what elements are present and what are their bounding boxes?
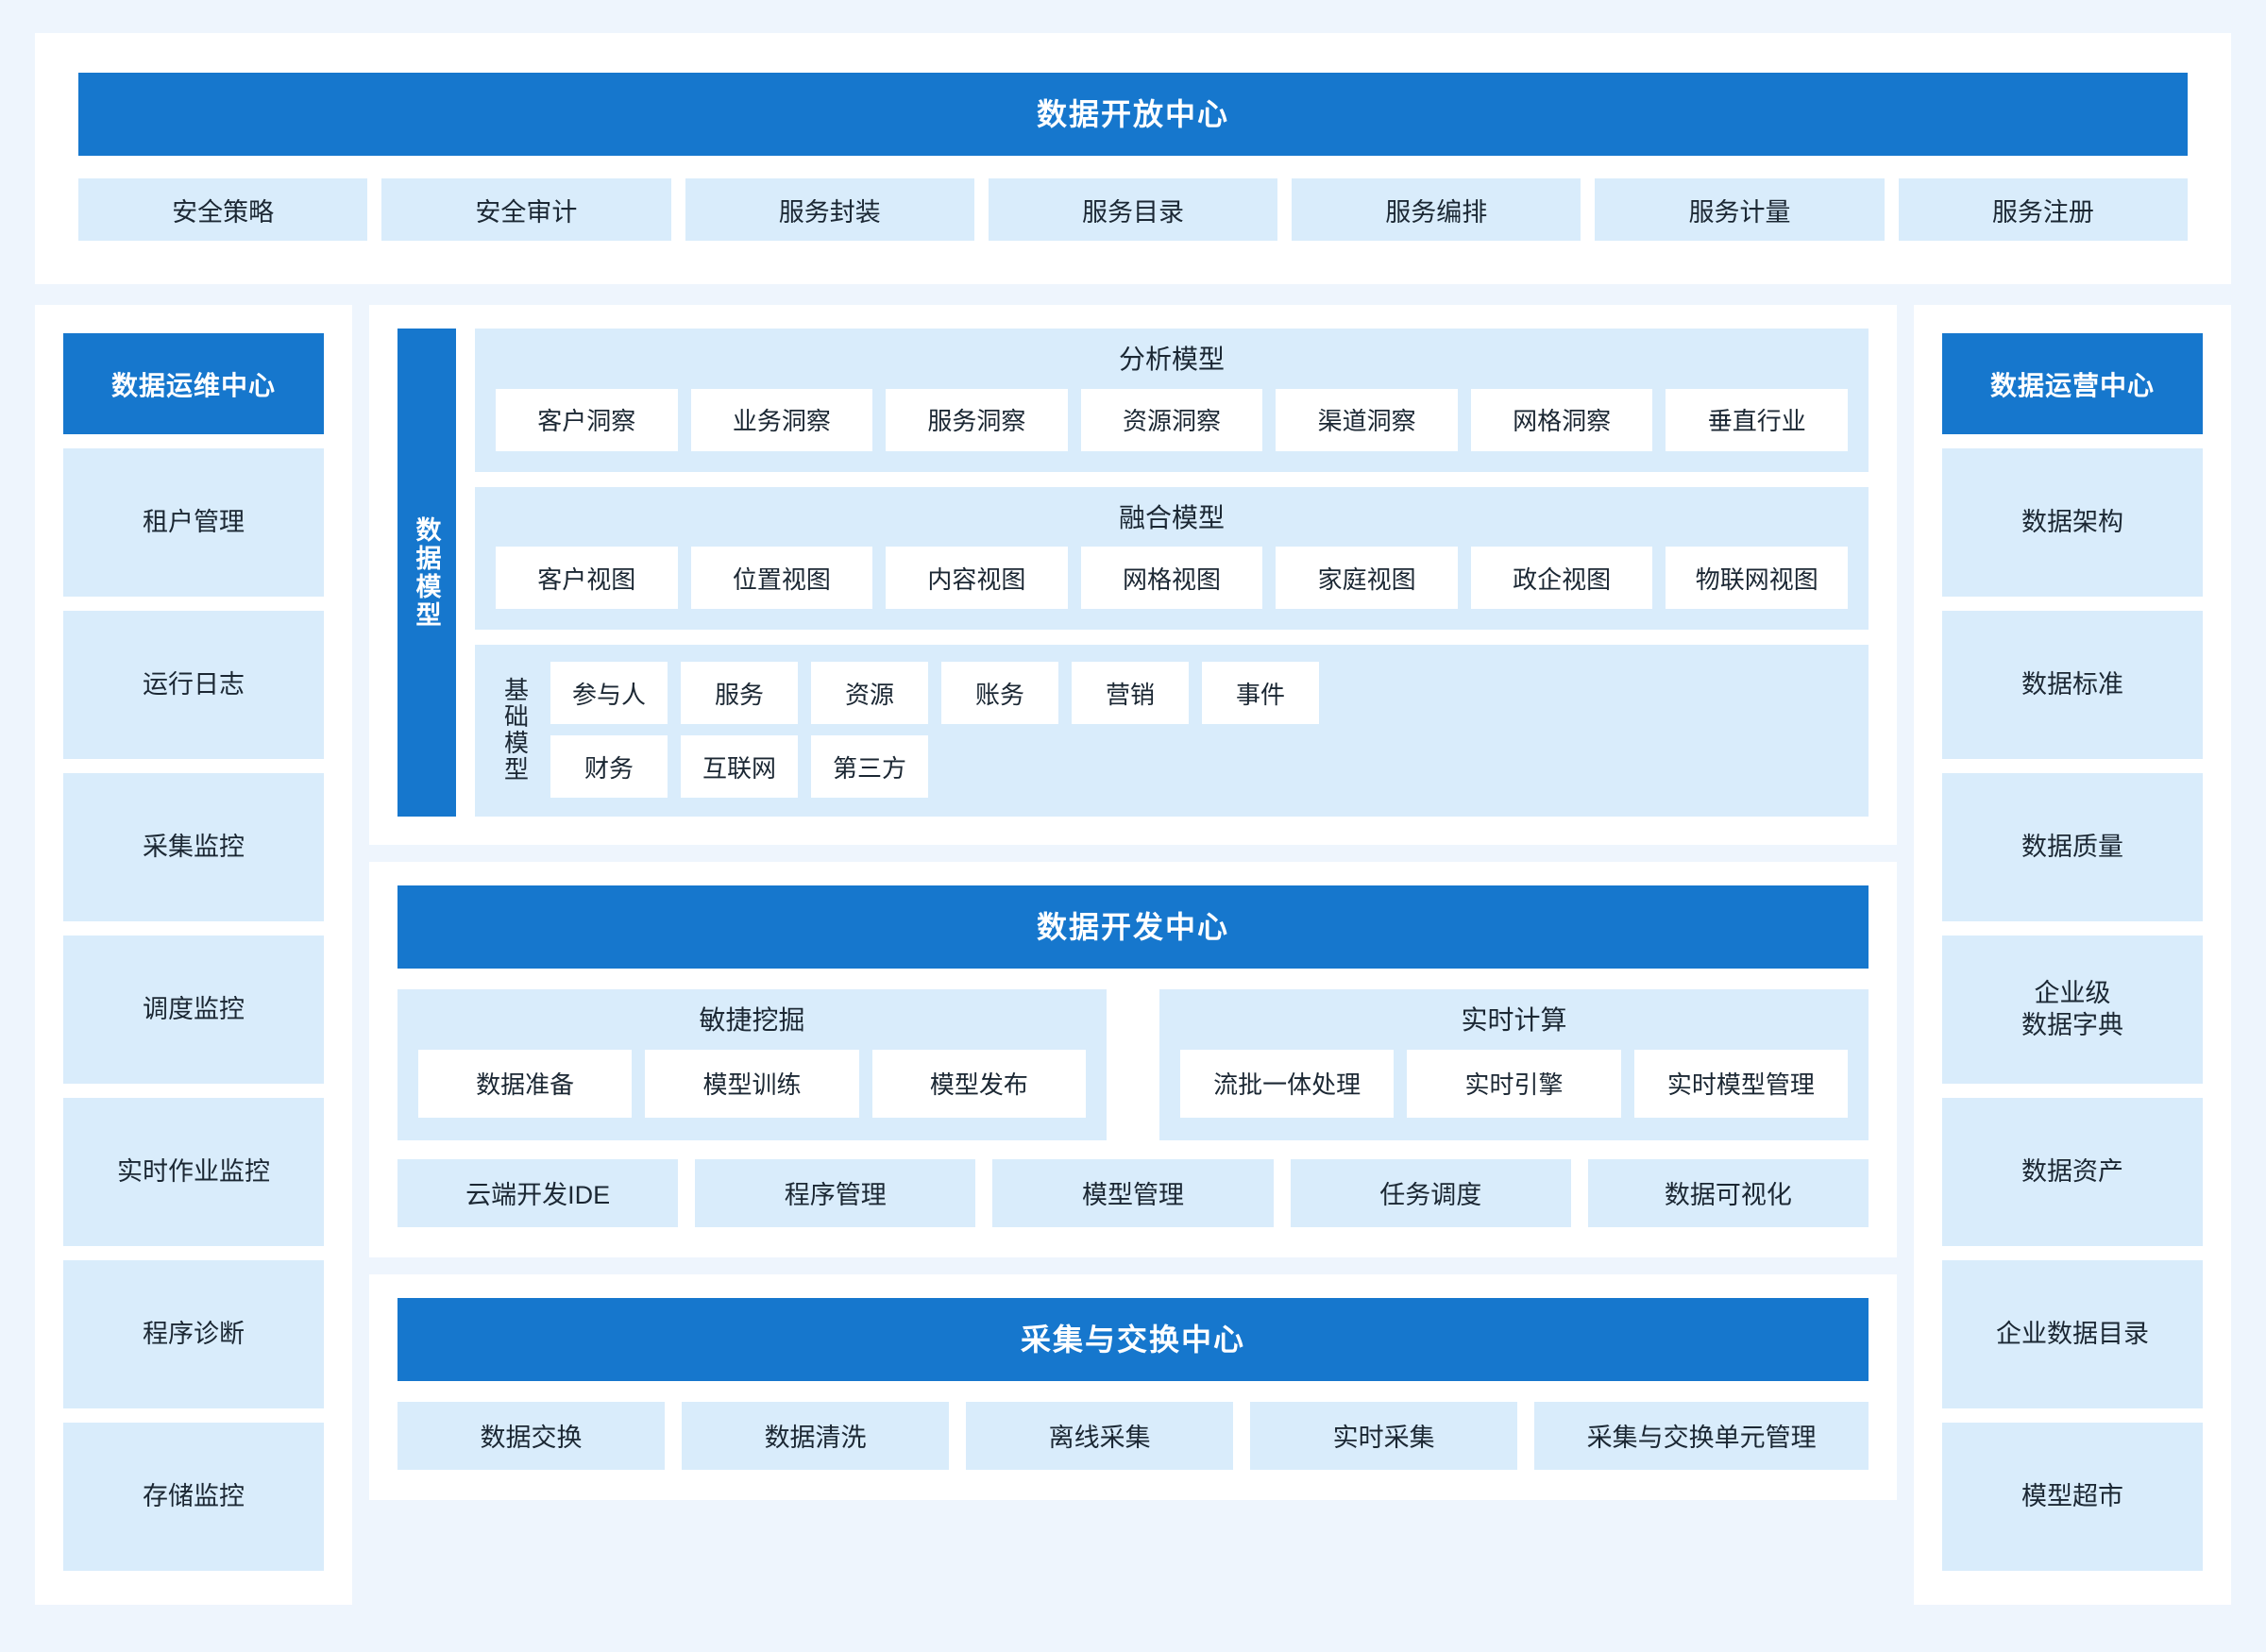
tile-model-management[interactable]: 模型管理 [992,1158,1274,1227]
analysis-model-chip-row: 客户洞察 业务洞察 服务洞察 资源洞察 渠道洞察 网格洞察 垂直行业 [495,388,1849,451]
tile-program-management[interactable]: 程序管理 [695,1158,976,1227]
chip-third-party[interactable]: 第三方 [811,735,928,799]
realtime-computing-title: 实时计算 [1461,1005,1567,1036]
center-column: 数据模型 分析模型 客户洞察 业务洞察 服务洞察 资源洞察 渠道洞察 网格洞察 … [369,305,1897,1605]
sidebar-item-run-log[interactable]: 运行日志 [63,611,324,759]
chip-model-training[interactable]: 模型训练 [645,1049,859,1118]
sidebar-item-enterprise-data-catalog[interactable]: 企业数据目录 [1942,1260,2203,1408]
tile-service-catalog[interactable]: 服务目录 [988,178,1278,241]
tile-service-registration[interactable]: 服务注册 [1898,178,2188,241]
chip-location-view[interactable]: 位置视图 [690,547,873,610]
sidebar-item-model-marketplace[interactable]: 模型超市 [1942,1423,2203,1571]
tile-service-orchestration[interactable]: 服务编排 [1292,178,1581,241]
sidebar-item-data-standard[interactable]: 数据标准 [1942,611,2203,759]
main-body: 数据运维中心 租户管理 运行日志 采集监控 调度监控 实时作业监控 程序诊断 存… [35,305,2231,1605]
chip-business-insight[interactable]: 业务洞察 [690,388,873,451]
chip-service[interactable]: 服务 [681,662,798,725]
sidebar-item-collection-monitor[interactable]: 采集监控 [63,773,324,921]
tile-security-audit[interactable]: 安全审计 [381,178,671,241]
tile-offline-collection[interactable]: 离线采集 [966,1401,1234,1470]
sidebar-item-enterprise-data-dictionary[interactable]: 企业级 数据字典 [1942,936,2203,1084]
data-dev-center-tile-row: 云端开发IDE 程序管理 模型管理 任务调度 数据可视化 [397,1158,1869,1227]
chip-realtime-model-management[interactable]: 实时模型管理 [1633,1049,1848,1118]
sidebar-item-tenant-management[interactable]: 租户管理 [63,448,324,597]
agile-mining-chip-row: 数据准备 模型训练 模型发布 [418,1049,1086,1118]
data-model-vertical-title: 数据模型 [397,329,456,818]
basic-model-grid: 参与人 服务 资源 账务 营销 事件 财务 互联网 第三方 [550,662,1848,799]
sidebar-item-schedule-monitor[interactable]: 调度监控 [63,936,324,1084]
fusion-model-chip-row: 客户视图 位置视图 内容视图 网格视图 家庭视图 政企视图 物联网视图 [495,547,1849,610]
sidebar-item-data-assets[interactable]: 数据资产 [1942,1098,2203,1246]
basic-model-group: 基础模型 参与人 服务 资源 账务 营销 事件 财务 [475,645,1869,818]
data-open-center-tile-row: 安全策略 安全审计 服务封装 服务目录 服务编排 服务计量 服务注册 [78,178,2188,241]
agile-mining-title: 敏捷挖掘 [699,1005,805,1036]
chip-model-publishing[interactable]: 模型发布 [871,1049,1086,1118]
sidebar-item-storage-monitor[interactable]: 存储监控 [63,1423,324,1571]
chip-resource-insight[interactable]: 资源洞察 [1080,388,1263,451]
data-dev-center-panel: 数据开发中心 敏捷挖掘 数据准备 模型训练 模型发布 实时计算 流批一体处 [369,862,1897,1257]
chip-internet[interactable]: 互联网 [681,735,798,799]
realtime-computing-chip-row: 流批一体处理 实时引擎 实时模型管理 [1180,1049,1848,1118]
chip-grid-view[interactable]: 网格视图 [1080,547,1263,610]
chip-vertical-industry[interactable]: 垂直行业 [1666,388,1849,451]
sidebar-item-realtime-job-monitor[interactable]: 实时作业监控 [63,1098,324,1246]
tile-data-cleansing[interactable]: 数据清洗 [682,1401,950,1470]
tile-data-visualization[interactable]: 数据可视化 [1587,1158,1869,1227]
data-operation-center-item-list: 数据架构 数据标准 数据质量 企业级 数据字典 数据资产 企业数据目录 模型超市 [1942,448,2203,1571]
chip-channel-insight[interactable]: 渠道洞察 [1276,388,1458,451]
chip-iot-view[interactable]: 物联网视图 [1666,547,1849,610]
analysis-model-title: 分析模型 [1118,345,1225,374]
tile-collection-exchange-unit-management[interactable]: 采集与交换单元管理 [1534,1401,1869,1470]
chip-customer-insight[interactable]: 客户洞察 [495,388,678,451]
data-model-stack: 分析模型 客户洞察 业务洞察 服务洞察 资源洞察 渠道洞察 网格洞察 垂直行业 [475,329,1869,818]
chip-customer-view[interactable]: 客户视图 [495,547,678,610]
tile-data-exchange[interactable]: 数据交换 [397,1401,666,1470]
analysis-model-group: 分析模型 客户洞察 业务洞察 服务洞察 资源洞察 渠道洞察 网格洞察 垂直行业 [475,329,1869,472]
chip-finance[interactable]: 财务 [550,735,668,799]
data-open-center-title: 数据开放中心 [78,73,2188,156]
data-open-center-panel: 数据开放中心 安全策略 安全审计 服务封装 服务目录 服务编排 服务计量 服务注… [35,33,2231,284]
data-model-panel: 数据模型 分析模型 客户洞察 业务洞察 服务洞察 资源洞察 渠道洞察 网格洞察 … [369,305,1897,846]
chip-data-preparation[interactable]: 数据准备 [418,1049,633,1118]
data-dev-center-groups: 敏捷挖掘 数据准备 模型训练 模型发布 实时计算 流批一体处理 实时引擎 实时模… [397,989,1869,1140]
tile-realtime-collection[interactable]: 实时采集 [1250,1401,1518,1470]
chip-accounting[interactable]: 账务 [941,662,1058,725]
tile-service-metering[interactable]: 服务计量 [1595,178,1885,241]
sidebar-item-program-diagnosis[interactable]: 程序诊断 [63,1260,324,1408]
agile-mining-group: 敏捷挖掘 数据准备 模型训练 模型发布 [397,989,1107,1140]
fusion-model-title: 融合模型 [1118,502,1225,532]
chip-realtime-engine[interactable]: 实时引擎 [1407,1049,1621,1118]
ingest-exchange-center-tile-row: 数据交换 数据清洗 离线采集 实时采集 采集与交换单元管理 [397,1401,1869,1470]
chip-participant[interactable]: 参与人 [550,662,668,725]
sidebar-item-data-architecture[interactable]: 数据架构 [1942,448,2203,597]
chip-event[interactable]: 事件 [1202,662,1319,725]
chip-government-enterprise-view[interactable]: 政企视图 [1470,547,1653,610]
data-operation-center-panel: 数据运营中心 数据架构 数据标准 数据质量 企业级 数据字典 数据资产 企业数据… [1914,305,2231,1605]
basic-model-label: 基础模型 [500,677,530,784]
tile-service-packaging[interactable]: 服务封装 [685,178,974,241]
data-ops-center-panel: 数据运维中心 租户管理 运行日志 采集监控 调度监控 实时作业监控 程序诊断 存… [35,305,352,1605]
chip-resource[interactable]: 资源 [811,662,928,725]
basic-model-row-1: 参与人 服务 资源 账务 营销 事件 [550,662,1848,725]
data-dev-center-title: 数据开发中心 [397,885,1869,969]
fusion-model-group: 融合模型 客户视图 位置视图 内容视图 网格视图 家庭视图 政企视图 物联网视图 [475,486,1869,631]
sidebar-item-data-quality[interactable]: 数据质量 [1942,773,2203,921]
chip-family-view[interactable]: 家庭视图 [1276,547,1458,610]
tile-security-policy[interactable]: 安全策略 [78,178,368,241]
chip-marketing[interactable]: 营销 [1072,662,1189,725]
tile-cloud-dev-ide[interactable]: 云端开发IDE [397,1158,679,1227]
chip-grid-insight[interactable]: 网格洞察 [1470,388,1653,451]
chip-stream-batch-processing[interactable]: 流批一体处理 [1180,1049,1395,1118]
realtime-computing-group: 实时计算 流批一体处理 实时引擎 实时模型管理 [1159,989,1869,1140]
data-operation-center-title: 数据运营中心 [1942,333,2203,434]
data-ops-center-title: 数据运维中心 [63,333,324,434]
data-ops-center-item-list: 租户管理 运行日志 采集监控 调度监控 实时作业监控 程序诊断 存储监控 [63,448,324,1571]
basic-model-row-2: 财务 互联网 第三方 [550,735,1848,799]
chip-service-insight[interactable]: 服务洞察 [886,388,1068,451]
tile-task-scheduling[interactable]: 任务调度 [1290,1158,1571,1227]
ingest-exchange-center-panel: 采集与交换中心 数据交换 数据清洗 离线采集 实时采集 采集与交换单元管理 [369,1273,1897,1500]
chip-content-view[interactable]: 内容视图 [886,547,1068,610]
ingest-exchange-center-title: 采集与交换中心 [397,1297,1869,1381]
